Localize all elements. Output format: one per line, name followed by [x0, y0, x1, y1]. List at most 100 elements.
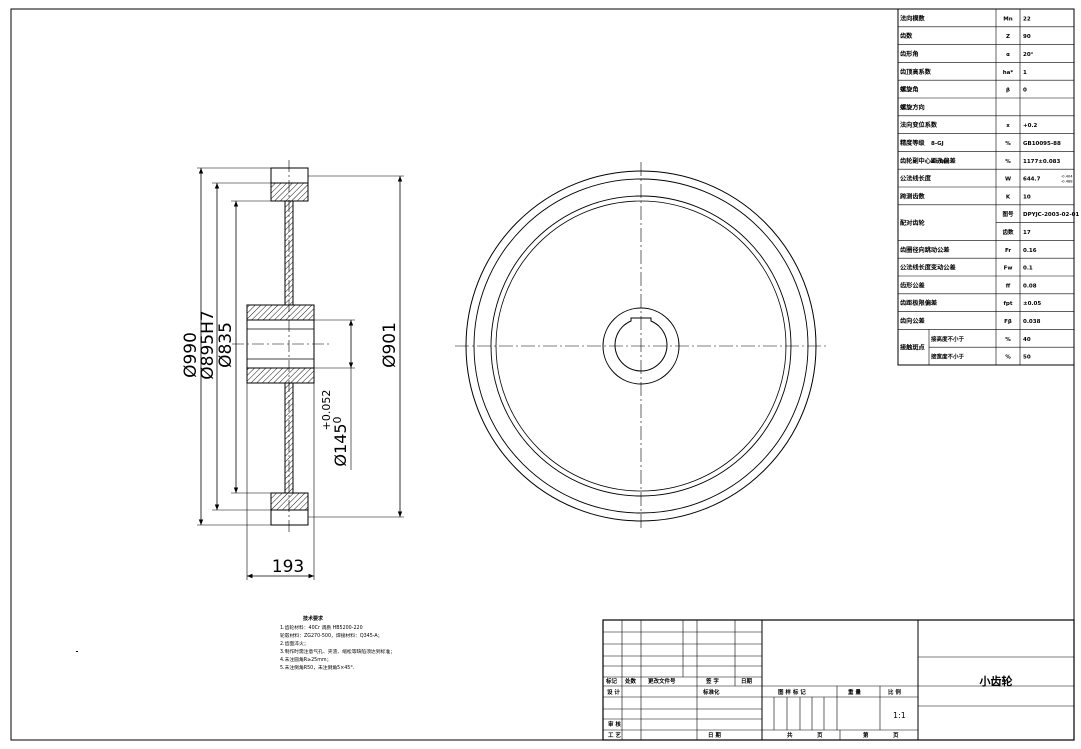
param-name: 齿形角 [900, 50, 919, 58]
param-value: 22 [1023, 16, 1031, 22]
param-name: 齿轮副中心距及偏差 [900, 157, 956, 165]
svg-text:重 量: 重 量 [848, 688, 861, 696]
param-value: 0.1 [1023, 266, 1033, 272]
param-unit: % [1005, 337, 1011, 343]
param-symbol: fpt [1004, 301, 1013, 307]
svg-text:工 艺: 工 艺 [608, 731, 621, 739]
notes-line: 5.未注倒角R50，未注倒角5×45°. [280, 664, 354, 671]
param-value: +0.2 [1023, 123, 1038, 129]
param-value: 0.16 [1023, 248, 1037, 254]
param-unit: % [1005, 141, 1011, 147]
param-value: GB10095-88 [1023, 141, 1061, 147]
svg-text:页: 页 [817, 731, 823, 739]
param-name: 齿顶高系数 [900, 68, 932, 76]
param-name: 精度等级 [900, 139, 926, 147]
param-name: 齿向公差 [900, 317, 925, 325]
notes-title: 技术要求 [303, 615, 324, 622]
svg-text:签 字: 签 字 [705, 677, 719, 685]
svg-text:日 期: 日 期 [708, 731, 721, 739]
svg-text:标记: 标记 [605, 677, 618, 685]
param-value: 17 [1023, 230, 1031, 236]
dim-width-text: 193 [272, 557, 304, 577]
param-name: 法向变位系数 [900, 121, 938, 129]
notes-line: 4.未注圆角R≥25mm； [280, 656, 331, 663]
notes-line: 3.制作时需注意气孔、夹渣、缩松等缺陷须达到标准； [280, 648, 395, 655]
param-symbol: α [1006, 52, 1010, 58]
param-symbol: a±fa [931, 159, 946, 165]
param-value: 1177±0.083 [1023, 159, 1060, 165]
param-value: 1 [1023, 70, 1027, 76]
param-name: 螺旋方向 [900, 103, 925, 111]
dim-hub-tol-upper: +0.052 [320, 390, 333, 431]
svg-text:图 样 标 记: 图 样 标 记 [778, 688, 806, 696]
svg-text:第: 第 [863, 731, 869, 739]
param-symbol: Z [1006, 34, 1010, 40]
param-symbol: K [1006, 194, 1011, 200]
param-value: 10 [1023, 194, 1031, 200]
param-name: 配对齿轮 [900, 219, 926, 227]
dim-hub-tol-lower: 0 [331, 417, 344, 424]
rim-bottom-teeth [270, 509, 309, 526]
param-symbol: 齿数 [1002, 228, 1014, 236]
param-name: 跨测齿数 [900, 192, 926, 200]
w-tol-lower: -0.488 [1061, 180, 1073, 184]
title-block-text: 标记 处数 更改文件号 签 字 日期 设 计 标准化 审 核 工 艺 日 期 图… [605, 677, 901, 739]
svg-text:比 例: 比 例 [888, 688, 901, 696]
sheet-border [10, 8, 1075, 741]
param-value: ±0.05 [1023, 301, 1041, 307]
param-name: 齿距极限偏差 [900, 299, 937, 307]
param-symbol: Fβ [1004, 319, 1012, 325]
param-value: 20° [1023, 52, 1034, 58]
param-value: 0.08 [1023, 283, 1037, 289]
svg-text:日期: 日期 [741, 677, 753, 685]
param-name: 螺旋角 [900, 86, 919, 94]
param-name: 齿圈径向跳动公差 [900, 246, 950, 254]
technical-notes: 技术要求 1.齿轮材料：40Cr 调质 HB5200-220 轮毂材料：ZG27… [280, 615, 395, 671]
svg-text:共: 共 [787, 731, 793, 739]
param-name: 公法线长度变动公差 [900, 264, 956, 272]
param-symbol: x [1006, 123, 1010, 129]
param-value: 0.038 [1023, 319, 1041, 325]
param-symbol: 8-GJ [931, 141, 944, 147]
dim-bore-text: Ø895H7 [198, 310, 218, 379]
svg-text:页: 页 [893, 731, 899, 739]
rim-bottom-hatch [270, 492, 309, 511]
notes-line: 1.齿轮材料：40Cr 调质 HB5200-220 [280, 624, 363, 631]
param-symbol: ff [1006, 283, 1011, 289]
svg-text:处数: 处数 [624, 677, 637, 685]
param-symbol: 接高度不小于 [931, 335, 965, 343]
hub-bottom-hatch [246, 367, 315, 384]
bore-keyway [614, 317, 668, 372]
param-name: 齿形公差 [900, 281, 925, 289]
param-value: 0 [1023, 88, 1027, 94]
param-value: 90 [1023, 34, 1031, 40]
rim-top-hatch [270, 182, 309, 202]
param-symbol: 接宽度不小于 [931, 353, 965, 361]
hub-top-hatch [246, 304, 315, 321]
param-symbol: W [1005, 177, 1011, 183]
section-view: Ø990 Ø895H7 Ø835 Ø901 Ø145 +0.052 0 193 [181, 160, 404, 580]
svg-text:设 计: 设 计 [607, 688, 620, 696]
dim-hub-text: Ø145 [331, 423, 350, 466]
param-unit: % [1005, 159, 1011, 165]
notes-line: 2.齿面淬火； [280, 640, 309, 647]
param-symbol: ha* [1003, 70, 1014, 76]
param-name: 接触斑点 [900, 344, 926, 352]
dim-inner-text: Ø835 [216, 322, 236, 368]
param-value: DPYJC-2003-02-01 [1023, 212, 1079, 218]
param-symbol: Mn [1003, 16, 1012, 22]
param-value: 50 [1023, 355, 1031, 361]
param-symbol: 图号 [1002, 210, 1014, 218]
param-unit: % [1005, 355, 1011, 361]
dim-pitch-text: Ø901 [380, 322, 400, 368]
param-symbol: Fr [1005, 248, 1011, 254]
part-name: 小齿轮 [979, 674, 1013, 688]
svg-text:审 核: 审 核 [608, 720, 621, 728]
title-block [602, 619, 1075, 741]
svg-text:标准化: 标准化 [702, 688, 720, 696]
param-name: 齿数 [900, 32, 913, 40]
param-value: 40 [1023, 337, 1031, 343]
param-symbol: Fw [1004, 266, 1013, 272]
